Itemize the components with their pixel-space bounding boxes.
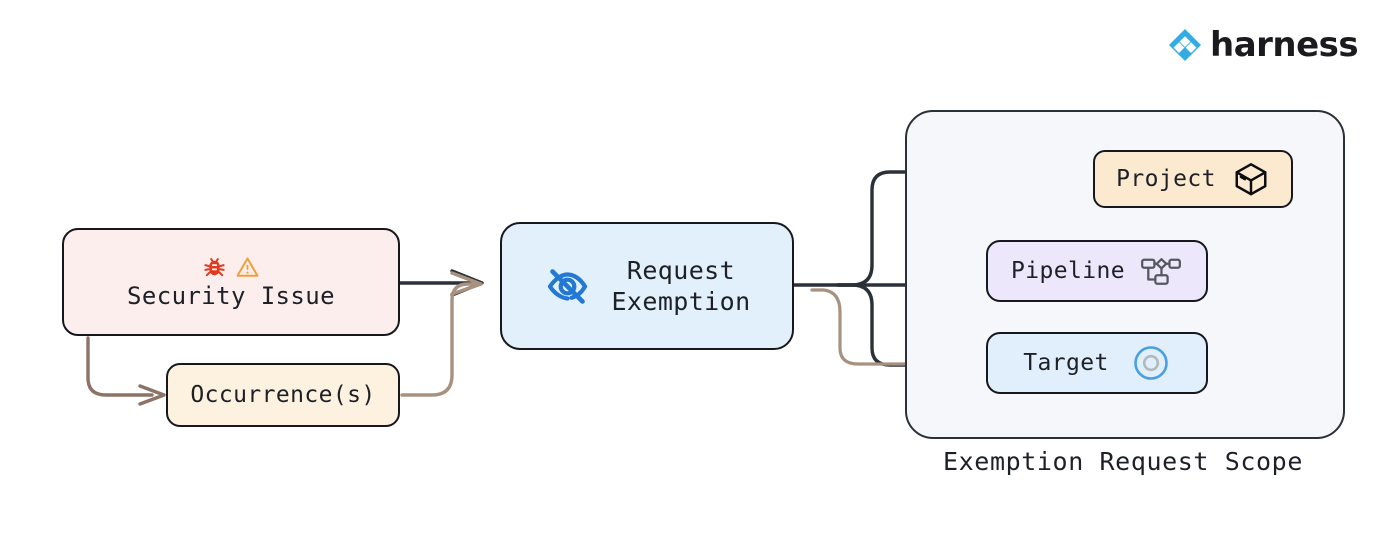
eye-off-icon xyxy=(543,262,591,310)
edge-security-to-occurrence xyxy=(86,336,166,406)
cube-box-icon xyxy=(1232,160,1270,198)
request-exemption-label-line1: Request xyxy=(626,255,736,285)
exemption-request-scope-caption: Exemption Request Scope xyxy=(943,447,1303,476)
edge-occurrence-to-request xyxy=(400,271,483,397)
node-project[interactable]: Project xyxy=(1093,150,1293,208)
target-circle-icon xyxy=(1131,343,1171,383)
pipeline-nodes-icon xyxy=(1139,255,1183,287)
project-label: Project xyxy=(1116,166,1216,192)
harness-diamond-logo-icon xyxy=(1168,28,1202,62)
node-request-exemption[interactable]: Request Exemption xyxy=(500,222,794,350)
security-issue-icons xyxy=(202,255,260,280)
pipeline-label: Pipeline xyxy=(1011,258,1125,284)
node-target[interactable]: Target xyxy=(986,332,1208,394)
node-pipeline[interactable]: Pipeline xyxy=(986,240,1208,302)
brand-name: harness xyxy=(1210,25,1359,65)
request-exemption-label: Request Exemption xyxy=(611,255,750,318)
request-exemption-label-line2: Exemption xyxy=(611,287,751,316)
warning-triangle-icon xyxy=(235,255,260,280)
security-issue-label: Security Issue xyxy=(127,281,335,310)
node-security-issue[interactable]: Security Issue xyxy=(62,228,400,336)
bug-icon xyxy=(202,255,227,280)
occurrence-label: Occurrence(s) xyxy=(190,382,376,408)
harness-logo: harness xyxy=(1168,25,1359,65)
target-label: Target xyxy=(1023,350,1109,376)
node-occurrence[interactable]: Occurrence(s) xyxy=(166,363,400,427)
edge-security-to-request xyxy=(398,269,484,297)
